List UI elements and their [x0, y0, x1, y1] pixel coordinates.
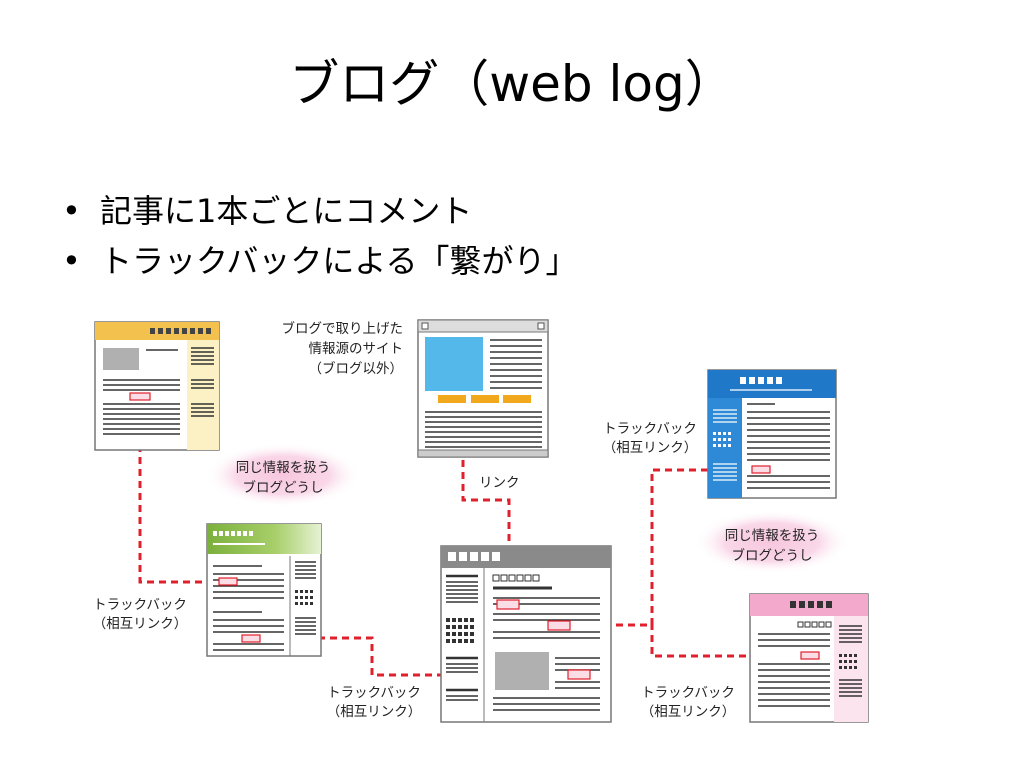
trackback-bottom-right-line1: トラックバック — [641, 685, 735, 701]
same-info-right-line2: ブログどうし — [732, 547, 813, 564]
label-trackback-center: トラックバック （相互リンク） — [327, 685, 422, 720]
same-info-left-line2: ブログどうし — [243, 479, 324, 496]
same-info-left-line1: 同じ情報を扱う — [236, 460, 331, 476]
link-label: リンク — [479, 475, 520, 491]
label-trackback-bottom-right: トラックバック （相互リンク） — [641, 685, 736, 720]
trackback-left-line1: トラックバック — [93, 597, 187, 613]
glow-right — [694, 510, 850, 574]
label-same-info-right: 同じ情報を扱う ブログどうし — [725, 528, 820, 564]
source-site-label-line2: 情報源のサイト — [309, 341, 404, 357]
trackback-center-line2: （相互リンク） — [327, 704, 422, 720]
bullet-text: トラックバックによる「繋がり」 — [100, 242, 578, 280]
label-trackback-top-right: トラックバック （相互リンク） — [603, 421, 698, 456]
label-same-info-left: 同じ情報を扱う ブログどうし — [236, 460, 331, 496]
source-site-label-line3: （ブログ以外） — [309, 360, 404, 377]
blog-yellow — [94, 321, 220, 451]
trackback-left-line2: （相互リンク） — [93, 616, 188, 632]
slide-title: ブログ（web log） — [289, 55, 735, 113]
label-source-site: ブログで取り上げた 情報源のサイト （ブログ以外） — [282, 320, 404, 377]
trackback-line-yellow-green — [138, 397, 219, 584]
source-site-label-line1: ブログで取り上げた — [282, 320, 404, 337]
bullet-dot: • — [62, 192, 81, 230]
bullet-item: • トラックバックによる「繋がり」 — [62, 236, 577, 286]
blog-blue — [707, 369, 837, 499]
blog-hub — [440, 545, 612, 723]
label-trackback-left: トラックバック （相互リンク） — [93, 597, 188, 632]
bullet-dot: • — [62, 242, 81, 280]
blog-pink — [749, 593, 869, 723]
blog-green — [206, 523, 322, 657]
source-site — [417, 319, 549, 458]
trackback-line-blue-hub — [571, 468, 756, 627]
trackback-top-right-line1: トラックバック — [603, 421, 697, 437]
glow-left — [205, 443, 361, 507]
same-info-right-line1: 同じ情報を扱う — [725, 528, 820, 544]
trackback-bottom-right-line2: （相互リンク） — [641, 704, 736, 720]
trackback-center-line1: トラックバック — [327, 685, 421, 701]
trackback-top-right-line2: （相互リンク） — [603, 440, 698, 456]
bullet-list: • 記事に1本ごとにコメント • トラックバックによる「繋がり」 — [62, 186, 577, 286]
bullet-item: • 記事に1本ごとにコメント — [62, 186, 577, 236]
bullet-text: 記事に1本ごとにコメント — [100, 192, 473, 230]
